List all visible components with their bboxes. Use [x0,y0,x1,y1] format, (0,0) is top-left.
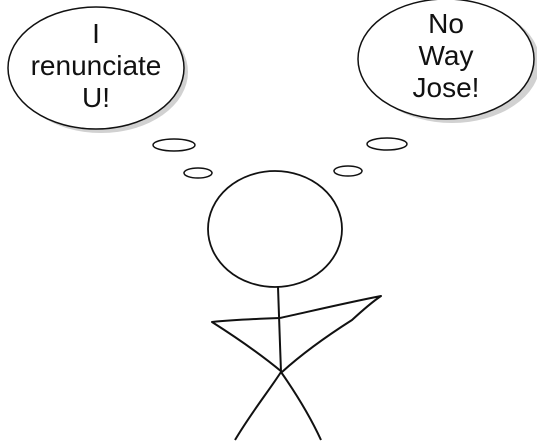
right-bubble-text: No Way Jose! [358,8,534,104]
right-bubble-line-1: No [428,8,464,39]
stick-figure-head [207,170,343,288]
left-bubble-text: I renunciate U! [8,18,184,114]
right-thought-bubble [357,0,535,120]
stick-figure-right-arm [279,295,382,373]
left-bubble-line-1: I [92,18,100,49]
stick-figure-right-leg [280,371,322,441]
left-thought-bubble [7,6,185,130]
left-bubble-line-3: U! [82,82,110,113]
left-thought-dot-small [183,167,213,179]
right-bubble-line-2: Way [418,40,474,71]
stick-figure-left-leg [234,371,282,441]
left-bubble-line-2: renunciate [30,50,162,81]
left-thought-dot-large [152,138,196,152]
stick-figure-left-arm [211,317,283,373]
right-thought-dot-large [366,137,408,151]
right-thought-dot-small [333,165,363,177]
stick-figure-body [277,286,282,373]
right-bubble-line-3: Jose! [412,72,480,103]
